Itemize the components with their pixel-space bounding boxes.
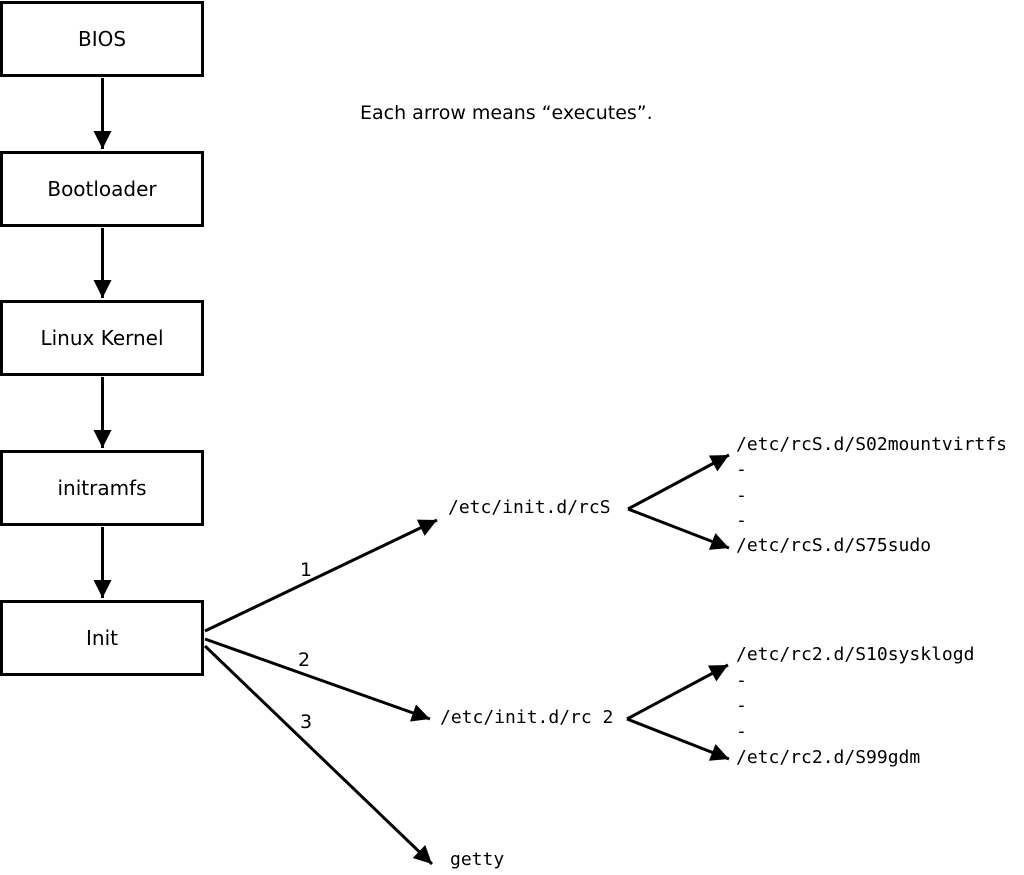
arrow-rc2-to-S10sysklogd [626,663,729,721]
node-bootloader-label: Bootloader [47,177,157,201]
arrow-init-to-getty [203,644,434,866]
node-etc-init-d-rcS: /etc/init.d/rcS [448,497,611,518]
node-linux-kernel: Linux Kernel [0,300,204,376]
arrow-rc2-to-S99gdm [626,717,730,761]
node-rcS-child-dash-3: - [736,510,747,531]
node-rc2-child-dash-2: - [736,695,747,716]
arrow-init-to-rc2 [204,637,431,722]
node-rc2-child-dash-1: - [736,670,747,691]
node-getty: getty [450,849,505,870]
node-linux-kernel-label: Linux Kernel [40,326,164,350]
node-rcS-child-S02mountvirtfs: /etc/rcS.d/S02mountvirtfs [736,434,1007,455]
legend-note: Each arrow means “executes”. [360,102,653,124]
node-rc2-child-S99gdm: /etc/rc2.d/S99gdm [736,747,921,768]
node-bootloader: Bootloader [0,151,204,227]
node-rcS-child-S75sudo: /etc/rcS.d/S75sudo [736,535,932,556]
node-initramfs-label: initramfs [57,476,147,500]
arrow-init-to-rcS [204,518,438,633]
node-initramfs: initramfs [0,450,204,526]
node-init: Init [0,600,204,676]
node-init-label: Init [86,626,118,650]
arrow-label-3: 3 [300,711,313,733]
node-rcS-child-dash-1: - [736,459,747,480]
arrow-label-1: 1 [300,559,313,581]
node-rcS-child-dash-2: - [736,485,747,506]
node-rc2-child-S10sysklogd: /etc/rc2.d/S10sysklogd [736,644,975,665]
node-etc-init-d-rc2: /etc/init.d/rc 2 [440,707,614,728]
node-bios: BIOS [0,1,204,77]
node-rc2-child-dash-3: - [736,721,747,742]
arrow-rcS-to-S75sudo [627,507,730,550]
node-bios-label: BIOS [77,27,127,51]
arrow-rcS-to-S02mountvirtfs [627,453,730,511]
arrow-label-2: 2 [298,649,311,671]
